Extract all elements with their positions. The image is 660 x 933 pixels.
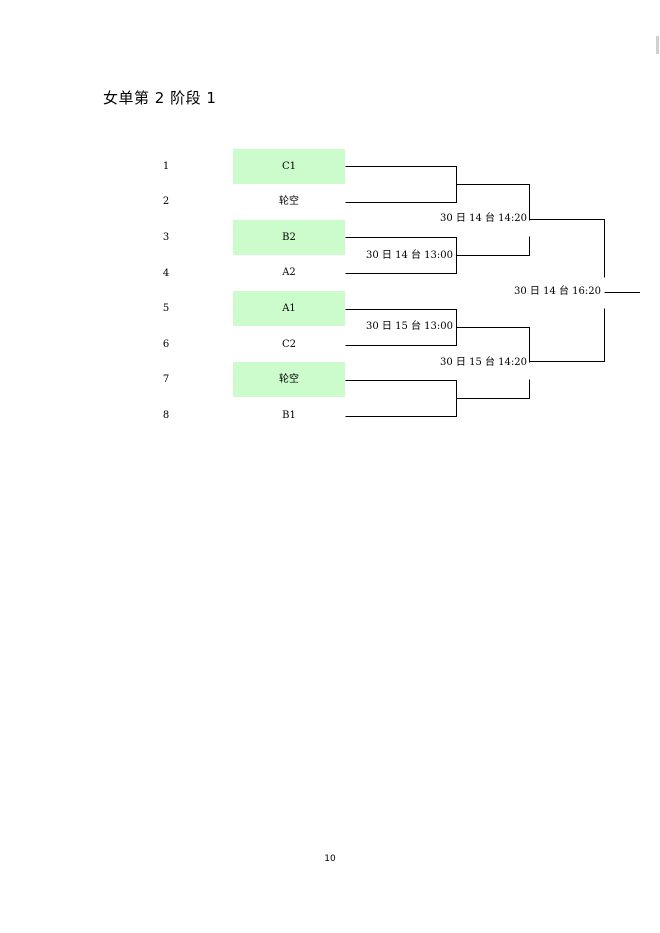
bracket-connector [456, 379, 530, 399]
bracket-connector [345, 166, 457, 203]
bracket-connector [529, 308, 605, 362]
match-label-r2-top: 30 日 14 台 14:20 [440, 213, 527, 224]
match-label-r2-bottom: 30 日 15 台 14:20 [440, 357, 527, 368]
player-slot: C1 [233, 149, 345, 184]
page-title: 女单第 2 阶段 1 [103, 89, 217, 107]
player-slot: 轮空 [233, 362, 345, 397]
seed-number: 6 [162, 339, 170, 350]
match-label-r1-pair3: 30 日 15 台 13:00 [366, 321, 453, 332]
seed-number: 2 [162, 196, 170, 207]
seed-number: 8 [162, 410, 170, 421]
player-slot: B2 [233, 220, 345, 255]
match-label-final: 30 日 14 台 16:20 [514, 286, 601, 297]
seed-number: 3 [162, 232, 170, 243]
player-slot: A2 [282, 267, 296, 278]
bracket-connector [529, 219, 605, 278]
match-label-r1-pair2: 30 日 14 台 13:00 [366, 250, 453, 261]
bracket-connector [456, 184, 530, 221]
player-slot: B1 [282, 410, 296, 421]
seed-number: 5 [162, 303, 170, 314]
bracket-connector [345, 380, 457, 417]
bracket-connector [456, 236, 530, 256]
page-edge-mark [656, 36, 659, 54]
seed-number: 7 [162, 374, 170, 385]
seed-number: 1 [162, 161, 170, 172]
player-slot: 轮空 [279, 196, 299, 207]
page-number: 10 [324, 854, 336, 864]
player-slot: C2 [281, 339, 296, 350]
seed-number: 4 [162, 268, 170, 279]
bracket-connector [456, 327, 530, 363]
player-slot: A1 [233, 291, 345, 326]
